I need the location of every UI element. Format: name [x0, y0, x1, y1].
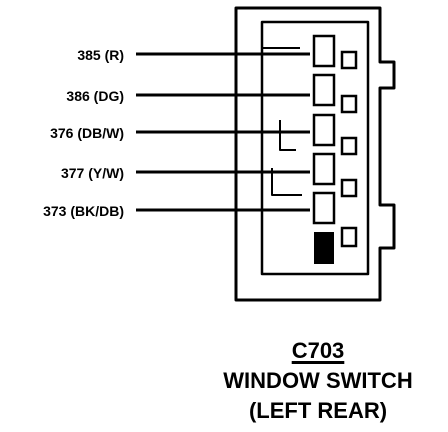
terminal-right-3: [340, 136, 358, 156]
terminal-right-1: [340, 50, 358, 70]
connector-housing: [234, 6, 396, 302]
terminal-3: [312, 113, 336, 147]
terminal-right-5: [340, 226, 358, 248]
wire-label-376: 376 (DB/W): [50, 125, 124, 141]
wire-label-373: 373 (BK/DB): [43, 203, 124, 219]
connector-name: WINDOW SWITCH: [223, 368, 413, 393]
terminal-right-2: [340, 94, 358, 114]
wire-label-377: 377 (Y/W): [60, 165, 124, 181]
connector-id: C703: [291, 338, 345, 363]
terminal-4: [312, 152, 336, 186]
connector-inner-cavity: [260, 20, 370, 276]
terminal-2: [312, 73, 336, 107]
terminal-5: [312, 191, 336, 225]
terminal-1: [312, 34, 336, 68]
wire-label-386: 386 (DG): [66, 88, 124, 104]
internal-bus: [262, 47, 302, 211]
terminal-right-4: [340, 178, 358, 198]
terminal-6-blocked: [314, 232, 334, 264]
connector-position: (LEFT REAR): [248, 398, 388, 423]
wire-label-385: 385 (R): [77, 47, 124, 63]
